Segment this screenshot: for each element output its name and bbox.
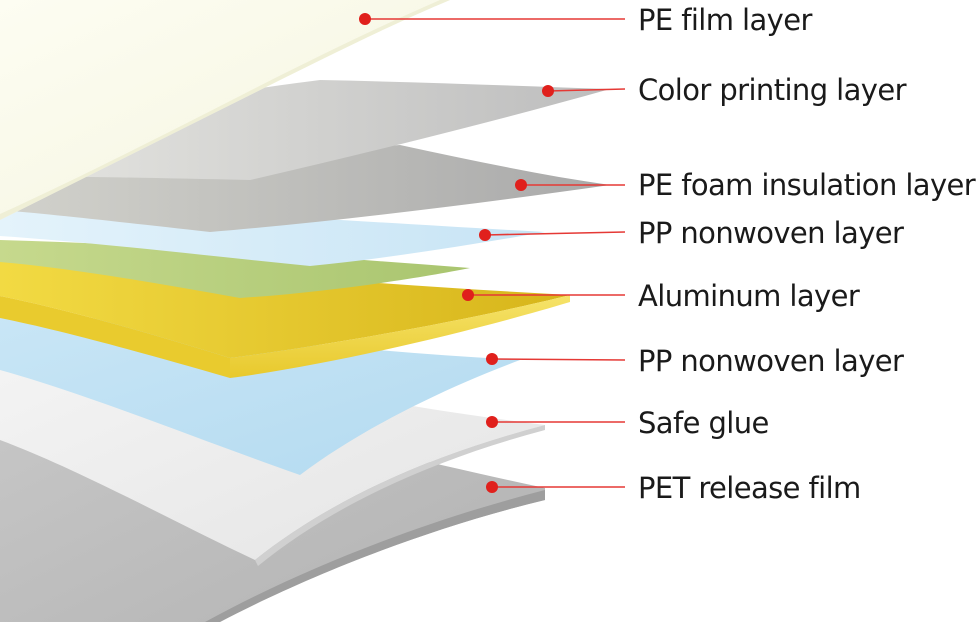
label-pe-film-layer: PE film layer (638, 3, 812, 37)
pointer-dot (486, 353, 498, 365)
green-print-stripe (0, 240, 470, 298)
pointer-dot (462, 289, 474, 301)
label-pp-nonwoven-layer-lower: PP nonwoven layer (638, 344, 904, 378)
leader-pe-film (359, 13, 625, 25)
label-pp-nonwoven-layer-upper: PP nonwoven layer (638, 216, 904, 250)
pointer-dot (515, 179, 527, 191)
label-pet-release-film: PET release film (638, 471, 861, 505)
leader-pet-release (486, 481, 625, 493)
label-safe-glue: Safe glue (638, 406, 769, 440)
pointer-dot (486, 481, 498, 493)
leader-pe-foam (515, 179, 625, 191)
label-pe-foam-insulation-layer: PE foam insulation layer (638, 168, 976, 202)
pe-film-sheet (0, 0, 450, 220)
leader-pp-nonwoven-upper (479, 229, 626, 241)
leader-color-printing (542, 85, 626, 97)
label-aluminum-layer: Aluminum layer (638, 279, 860, 313)
pointer-dot (542, 85, 554, 97)
pointer-dot (479, 229, 491, 241)
pointer-dot (359, 13, 371, 25)
label-color-printing-layer: Color printing layer (638, 73, 907, 107)
leader-aluminum (462, 289, 625, 301)
pointer-dot (486, 416, 498, 428)
leader-pp-nonwoven-lower (486, 353, 626, 365)
leader-safe-glue (486, 416, 625, 428)
